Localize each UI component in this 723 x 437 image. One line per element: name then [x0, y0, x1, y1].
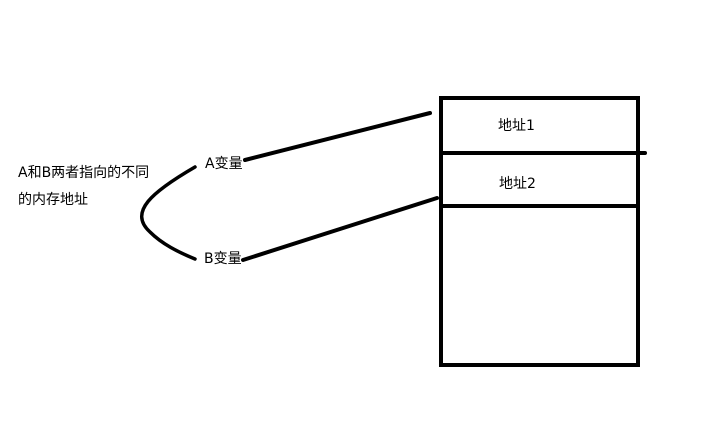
brace-curve	[139, 165, 197, 261]
pointer-a-line	[243, 111, 432, 162]
memory-cell-2-label: 地址2	[499, 176, 536, 192]
memory-block	[439, 96, 640, 367]
annotation-line-2: 的内存地址	[18, 192, 88, 208]
annotation-line-1: A和B两者指向的不同	[18, 165, 150, 181]
variable-b-label: B变量	[204, 251, 242, 267]
memory-cell-1-label: 地址1	[498, 118, 535, 134]
pointer-b-line	[241, 196, 439, 262]
variable-a-label: A变量	[205, 156, 243, 172]
